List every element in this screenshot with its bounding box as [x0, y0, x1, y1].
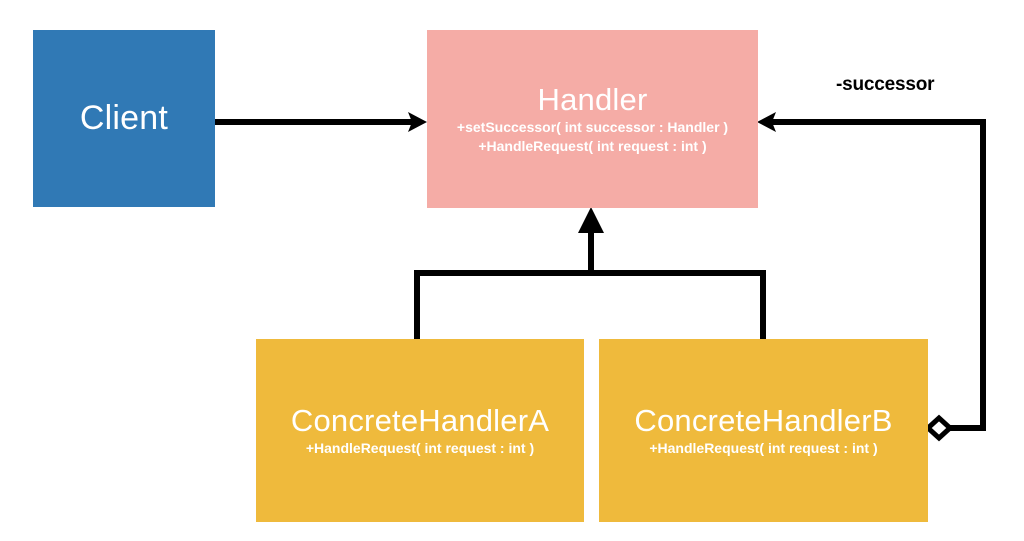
- class-name-concrete-handler-a: ConcreteHandlerA: [290, 403, 550, 439]
- class-members-concrete-handler-a: +HandleRequest( int request : int ): [306, 439, 534, 457]
- aggregation-diamond-icon: [924, 414, 954, 442]
- generalization-triangle-icon: [578, 207, 604, 233]
- class-member-handle-request-b: +HandleRequest( int request : int ): [649, 439, 878, 456]
- successor-arrowhead-icon: [757, 112, 776, 132]
- edge-label-successor: -successor: [836, 74, 935, 95]
- class-member-handle-request-a: +HandleRequest( int request : int ): [305, 439, 535, 456]
- edge-generalization-tree: [414, 207, 766, 341]
- edge-client-to-handler: [215, 112, 427, 132]
- class-member-set-successor: +setSuccessor( int successor : Handler ): [456, 119, 729, 136]
- class-members-handler: +setSuccessor( int successor : Handler )…: [457, 118, 728, 155]
- class-name-client: Client: [79, 99, 169, 138]
- class-node-concrete-handler-b[interactable]: ConcreteHandlerB +HandleRequest( int req…: [599, 339, 928, 522]
- class-node-handler[interactable]: Handler +setSuccessor( int successor : H…: [427, 30, 758, 208]
- class-name-handler: Handler: [537, 81, 648, 117]
- class-name-concrete-handler-b: ConcreteHandlerB: [634, 403, 893, 439]
- class-members-concrete-handler-b: +HandleRequest( int request : int ): [649, 439, 877, 457]
- client-handler-arrowhead-icon: [408, 112, 427, 132]
- class-node-concrete-handler-a[interactable]: ConcreteHandlerA +HandleRequest( int req…: [256, 339, 584, 522]
- class-node-client[interactable]: Client: [33, 30, 215, 207]
- class-member-handle-request: +HandleRequest( int request : int ): [478, 137, 707, 154]
